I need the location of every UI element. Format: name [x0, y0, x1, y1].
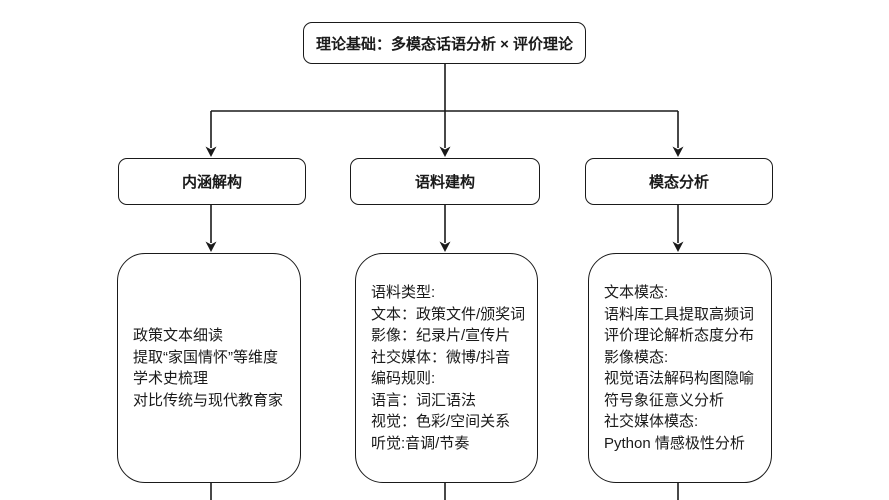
detail-line: 社交媒体模态:	[604, 413, 699, 430]
arrowhead-right	[672, 146, 684, 157]
detail-line: 影像模态:	[604, 348, 669, 366]
detail-line: 编码规则:	[371, 370, 436, 387]
detail-line: 对比传统与现代教育家	[133, 391, 284, 409]
detail-line: 文本模态:	[604, 284, 669, 301]
detail-line: 视觉：色彩/空间关系	[371, 413, 511, 430]
detail-line: 学术史梳理	[133, 370, 209, 387]
detail-line: 视觉语法解码构图隐喻	[604, 370, 755, 387]
detail-line: 影像：纪录片/宣传片	[371, 327, 511, 344]
node-corpus-construction: 语料建构	[350, 158, 540, 205]
node-connotation-label: 内涵解构	[181, 174, 242, 191]
node-theory-foundation: 理论基础：多模态话语分析 × 评价理论	[303, 22, 586, 64]
arrowhead-mid	[439, 146, 451, 157]
detail-line: 符号象征意义分析	[604, 391, 725, 409]
detail-line: 语言：词汇语法	[371, 391, 477, 409]
arrowhead-detail-mid	[439, 241, 451, 252]
node-corpus-details: 语料类型: 文本：政策文件/颁奖词 影像：纪录片/宣传片 社交媒体：微博/抖音 …	[355, 253, 538, 483]
node-modality-details: 文本模态: 语料库工具提取高频词 评价理论解析态度分布 影像模态: 视觉语法解码…	[588, 253, 772, 483]
detail-line: 社交媒体：微博/抖音	[371, 348, 511, 366]
detail-line: 语料库工具提取高频词	[604, 305, 755, 323]
detail-line: 语料类型:	[371, 284, 436, 301]
node-modality-label: 模态分析	[648, 174, 709, 191]
detail-line: Python 情感极性分析	[604, 434, 745, 452]
detail-line: 听觉:音调/节奏	[371, 434, 470, 452]
arrowhead-left	[205, 146, 217, 157]
arrowhead-detail-right	[672, 241, 684, 252]
node-modality-analysis: 模态分析	[585, 158, 773, 205]
detail-line: 提取“家国情怀”等维度	[133, 348, 278, 366]
arrowhead-detail-left	[205, 241, 217, 252]
detail-line: 文本：政策文件/颁奖词	[371, 305, 526, 323]
node-connotation-deconstruction: 内涵解构	[118, 158, 306, 205]
detail-line: 政策文本细读	[133, 327, 224, 344]
detail-line: 评价理论解析态度分布	[604, 327, 755, 344]
node-theory-foundation-label: 理论基础：多模态话语分析 × 评价理论	[315, 35, 574, 53]
node-corpus-label: 语料建构	[414, 174, 475, 191]
node-connotation-details: 政策文本细读 提取“家国情怀”等维度 学术史梳理 对比传统与现代教育家	[117, 253, 301, 483]
